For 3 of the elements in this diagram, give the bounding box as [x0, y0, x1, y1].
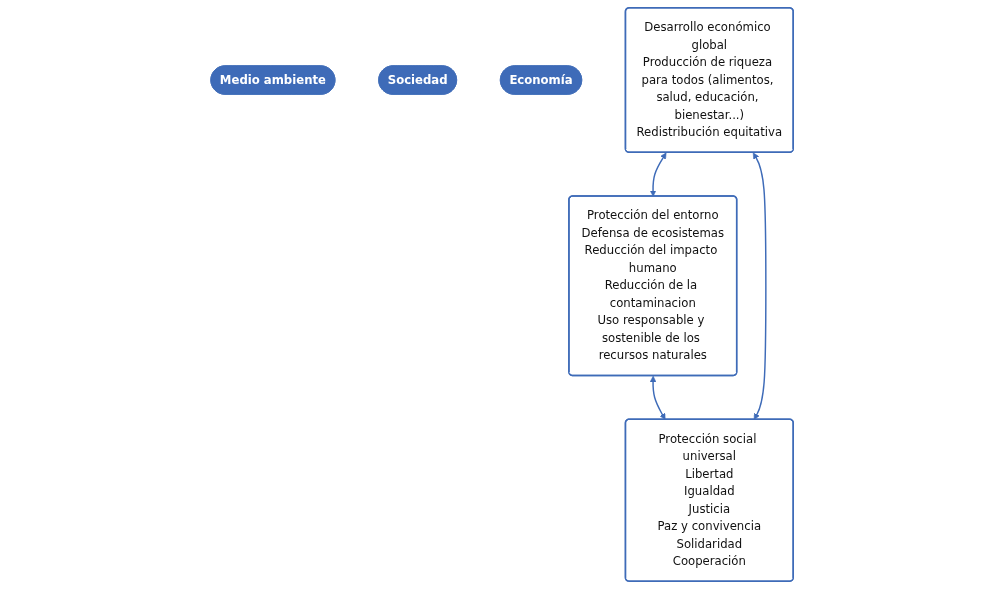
- arrow: [649, 375, 666, 420]
- arrow: [649, 152, 667, 197]
- arrow: [752, 152, 767, 420]
